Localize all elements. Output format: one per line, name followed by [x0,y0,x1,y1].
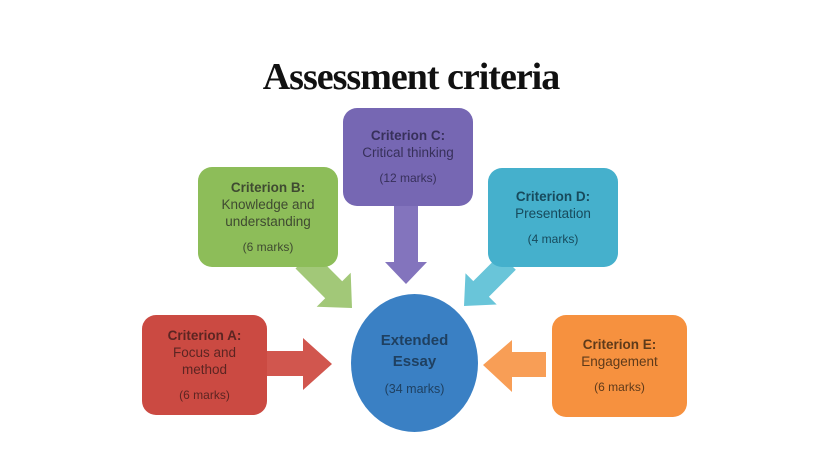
extended-essay-title: Extended Essay [380,332,449,370]
criterion-a-header: Criterion A: [167,327,242,343]
criterion-c-label: Critical thinking [362,145,454,160]
criterion-d-label: Presentation [515,205,591,221]
criterion-e-marks: (6 marks) [594,380,645,394]
arrow-e-to-center-icon [483,340,546,392]
extended-essay-marks: (34 marks) [384,382,445,396]
page-title: Assessment criteria [262,56,561,99]
criterion-c-marks: (12 marks) [379,171,437,185]
criterion-a-box: Criterion A: Focus and method (6 marks) [142,315,267,415]
criterion-d-header: Criterion D: [515,188,591,204]
criterion-d-box: Criterion D: Presentation (4 marks) [488,168,618,267]
criterion-d-marks: (4 marks) [527,231,579,246]
criterion-e-box: Criterion E: Engagement (6 marks) [552,315,687,417]
extended-essay-circle: Extended Essay (34 marks) [351,294,478,432]
arrow-c-to-center-icon [385,206,427,284]
criterion-c-header: Criterion C: [370,128,446,143]
criterion-e-label: Engagement [581,354,658,369]
criterion-e-header: Criterion E: [582,337,657,352]
criterion-b-marks: (6 marks) [242,239,294,254]
arrow-a-to-center-icon [266,338,332,390]
criterion-c-box: Criterion C: Critical thinking (12 marks… [343,108,473,206]
criterion-b-label: Knowledge and understanding [221,196,315,229]
criterion-a-label: Focus and method [172,344,237,377]
criterion-a-marks: (6 marks) [179,387,230,402]
criterion-b-header: Criterion B: [230,179,306,195]
criterion-b-box: Criterion B: Knowledge and understanding… [198,167,338,267]
